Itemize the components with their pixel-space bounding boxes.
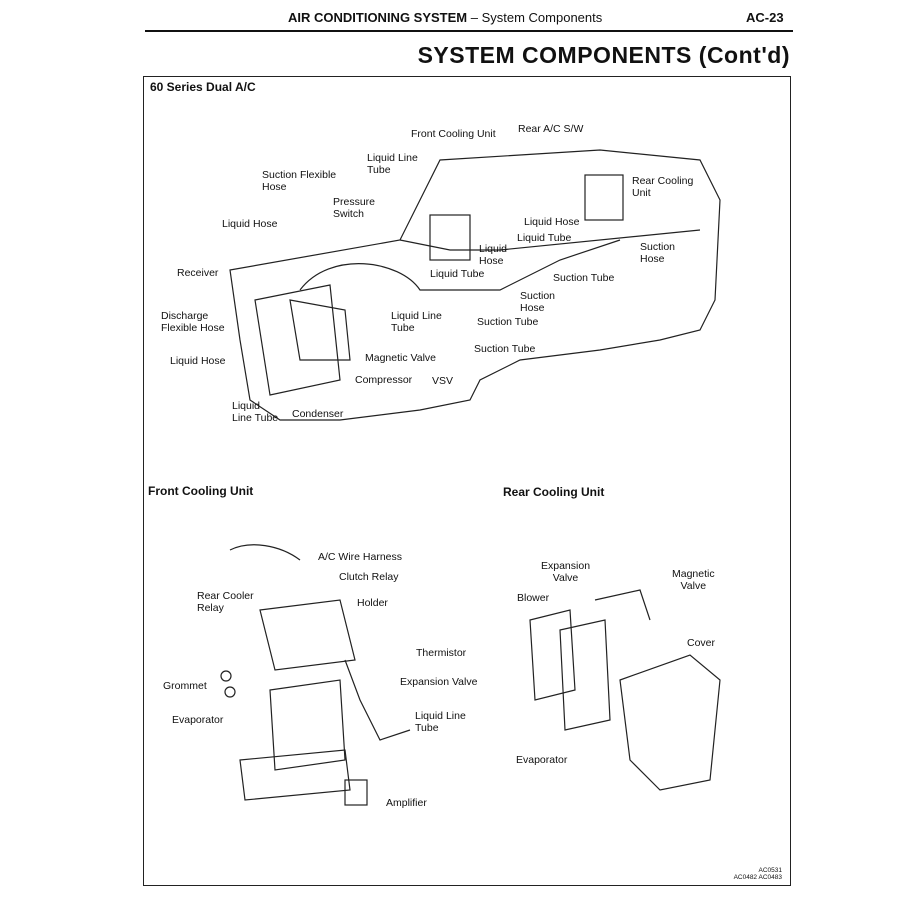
label: Liquid Tube bbox=[430, 268, 485, 280]
label: Suction Tube bbox=[477, 316, 539, 328]
label: Evaporator bbox=[172, 714, 224, 726]
label: Receiver bbox=[177, 267, 219, 279]
label: Rear Cooling Unit bbox=[632, 175, 694, 199]
header-section: AIR CONDITIONING SYSTEM – System Compone… bbox=[288, 10, 603, 25]
label: Liquid Line Tube bbox=[415, 710, 466, 734]
label: Rear Cooler Relay bbox=[197, 590, 254, 614]
label: Liquid Hose bbox=[170, 355, 226, 367]
label: Blower bbox=[517, 592, 550, 604]
label: Holder bbox=[357, 597, 388, 609]
label: Rear A/C S/W bbox=[518, 123, 584, 135]
rear-unit-title: Rear Cooling Unit bbox=[503, 485, 605, 499]
label: Discharge Flexible Hose bbox=[161, 310, 225, 334]
label: A/C Wire Harness bbox=[318, 551, 403, 563]
label: Amplifier bbox=[386, 797, 427, 809]
label: Front Cooling Unit bbox=[411, 128, 496, 140]
page-number: AC-23 bbox=[746, 10, 784, 25]
label: Clutch Relay bbox=[339, 571, 399, 583]
label: Liquid Line Tube bbox=[232, 400, 279, 424]
label: Liquid Hose bbox=[479, 243, 508, 267]
label: Liquid Hose bbox=[524, 216, 580, 228]
label: VSV bbox=[432, 375, 454, 387]
label: Suction Hose bbox=[520, 290, 556, 314]
label: Suction Tube bbox=[553, 272, 615, 284]
header-rule bbox=[145, 30, 793, 32]
label: Pressure Switch bbox=[333, 196, 376, 220]
top-diagram-title: 60 Series Dual A/C bbox=[150, 80, 256, 94]
label: Compressor bbox=[355, 374, 413, 386]
label: Magnetic Valve bbox=[672, 568, 715, 592]
label: Liquid Line Tube bbox=[391, 310, 442, 334]
label: Liquid Hose bbox=[222, 218, 278, 230]
label: Suction Hose bbox=[640, 241, 676, 265]
label: Cover bbox=[687, 637, 716, 649]
page-title: SYSTEM COMPONENTS (Cont'd) bbox=[417, 42, 790, 68]
label: Suction Tube bbox=[474, 343, 536, 355]
figure-frame bbox=[143, 76, 791, 886]
label: Magnetic Valve bbox=[365, 352, 437, 364]
label: Grommet bbox=[163, 680, 207, 692]
label: Evaporator bbox=[516, 754, 568, 766]
label: Liquid Line Tube bbox=[367, 152, 418, 176]
label: Expansion Valve bbox=[400, 676, 478, 688]
label: Suction Flexible Hose bbox=[262, 169, 337, 193]
label: Expansion Valve bbox=[541, 560, 591, 584]
label: Liquid Tube bbox=[517, 232, 572, 244]
front-unit-title: Front Cooling Unit bbox=[148, 484, 254, 498]
label: Condenser bbox=[292, 408, 344, 420]
label: Thermistor bbox=[416, 647, 467, 659]
